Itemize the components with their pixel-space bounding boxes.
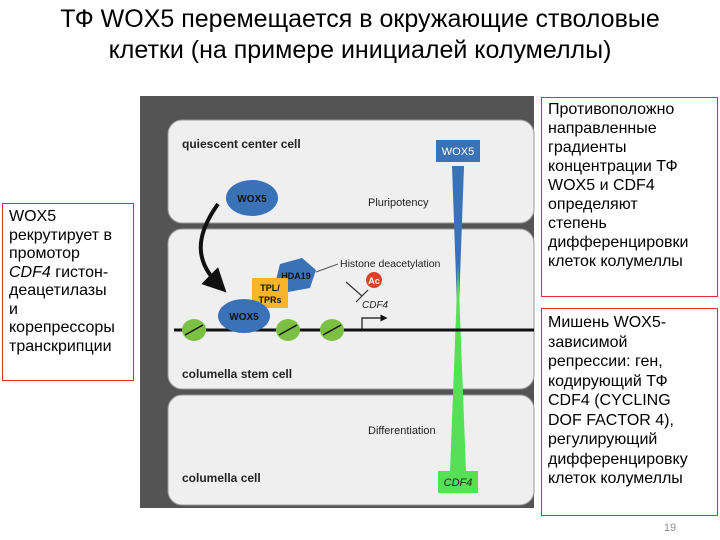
- repression-line: [345, 281, 363, 297]
- cc-label: columella cell: [182, 471, 261, 485]
- left-box-line: рекрутирует в: [9, 226, 112, 244]
- tpl-label-2: TPRs: [258, 295, 281, 305]
- nucleosome-3: [320, 319, 344, 341]
- tpl-label-1: TPL/: [260, 283, 280, 293]
- wox5-bar-label: WOX5: [442, 146, 474, 158]
- left-box-line: деацетилазы: [9, 282, 107, 299]
- slide-number: 19: [663, 522, 677, 534]
- hda19-connector: [315, 263, 339, 273]
- right-bottom-line: клеток колумеллы: [548, 470, 683, 487]
- right-top-line: Противоположно: [548, 101, 675, 118]
- right-bottom-line: зависимой: [548, 333, 628, 351]
- ac-mark: [366, 272, 382, 288]
- right-bottom-line: дифференцировку: [548, 450, 688, 468]
- differentiation-label: Differentiation: [368, 425, 436, 437]
- left-annotation-box: WOX5 рекрутирует в промотор CDF4 гистон-…: [2, 203, 134, 381]
- right-top-line: WOX5 и CDF4: [548, 177, 655, 194]
- diagram-svg: quiescent center cell columella stem cel…: [140, 96, 535, 508]
- wox5-gradient: [452, 166, 464, 334]
- ac-label: Ac: [368, 276, 380, 286]
- nucleosome-2: [276, 319, 300, 341]
- slide-title: ТФ WOX5 перемещается в окружающие стволо…: [0, 4, 720, 66]
- right-bottom-line: репрессии: ген,: [548, 353, 663, 370]
- wox5-bar: [436, 140, 480, 162]
- left-box-line: CDF4 гистон-: [9, 264, 127, 283]
- wox5-diagram: quiescent center cell columella stem cel…: [140, 96, 540, 516]
- csc-label: columella stem cell: [182, 367, 292, 381]
- right-bottom-line: Мишень WOX5-: [548, 314, 667, 331]
- columella-stem-cell: [167, 228, 535, 390]
- right-top-line: направленные: [548, 120, 657, 137]
- wox5-protein-top: [226, 180, 278, 216]
- pluripotency-label: Pluripotency: [368, 197, 429, 209]
- right-top-line: концентрации ТФ: [548, 158, 678, 175]
- wox5-oval-top-label: WOX5: [237, 194, 267, 205]
- left-box-line: WOX5: [9, 208, 57, 225]
- right-bottom-line: CDF4 (CYCLING: [548, 392, 671, 409]
- right-top-line: градиенты: [548, 139, 627, 156]
- histone-label: Histone deacetylation: [340, 258, 441, 270]
- right-top-annotation-box: Противоположно направленные градиенты ко…: [541, 97, 718, 297]
- left-box-text: гистон-: [50, 263, 109, 281]
- movement-arrow: [198, 202, 227, 293]
- cdf4-italic: CDF4: [9, 263, 51, 281]
- columella-cell: [167, 394, 535, 506]
- repression-bar: [355, 289, 369, 303]
- title-line-2: клетки (на примере инициалей колумеллы): [108, 36, 612, 64]
- title-line-1: ТФ WOX5 перемещается в окружающие стволо…: [60, 5, 660, 33]
- cdf4-bar-label: CDF4: [444, 477, 473, 489]
- qc-label: quiescent center cell: [182, 137, 301, 151]
- cdf4-gradient: [450, 264, 466, 472]
- right-top-line: степень: [548, 215, 607, 232]
- nucleosome-1: [182, 319, 206, 341]
- right-bottom-annotation-box: Мишень WOX5- зависимой репрессии: ген, к…: [541, 308, 718, 516]
- wox5-protein-bottom: [218, 299, 270, 333]
- right-bottom-line: регулирующий: [548, 431, 658, 448]
- promoter-arrow: [361, 314, 388, 330]
- right-top-line: дифференцировки: [548, 234, 689, 251]
- left-box-line: промотор: [9, 245, 80, 262]
- cdf4-bar: [438, 471, 478, 493]
- right-top-line: определяют: [548, 196, 638, 213]
- quiescent-center-cell: [167, 119, 535, 224]
- wox5-oval-bottom-label: WOX5: [229, 312, 259, 323]
- right-top-line: клеток колумеллы: [548, 253, 683, 270]
- right-bottom-line: кодирующий ТФ: [548, 372, 668, 390]
- left-box-line: и: [9, 300, 18, 318]
- left-box-line: корепрессоры: [9, 319, 115, 336]
- left-box-line: транскрипции: [9, 337, 112, 355]
- cdf4-gene-label: CDF4: [362, 300, 389, 311]
- hda19-label: HDA19: [281, 271, 311, 281]
- right-bottom-line: DOF FACTOR 4),: [548, 411, 674, 429]
